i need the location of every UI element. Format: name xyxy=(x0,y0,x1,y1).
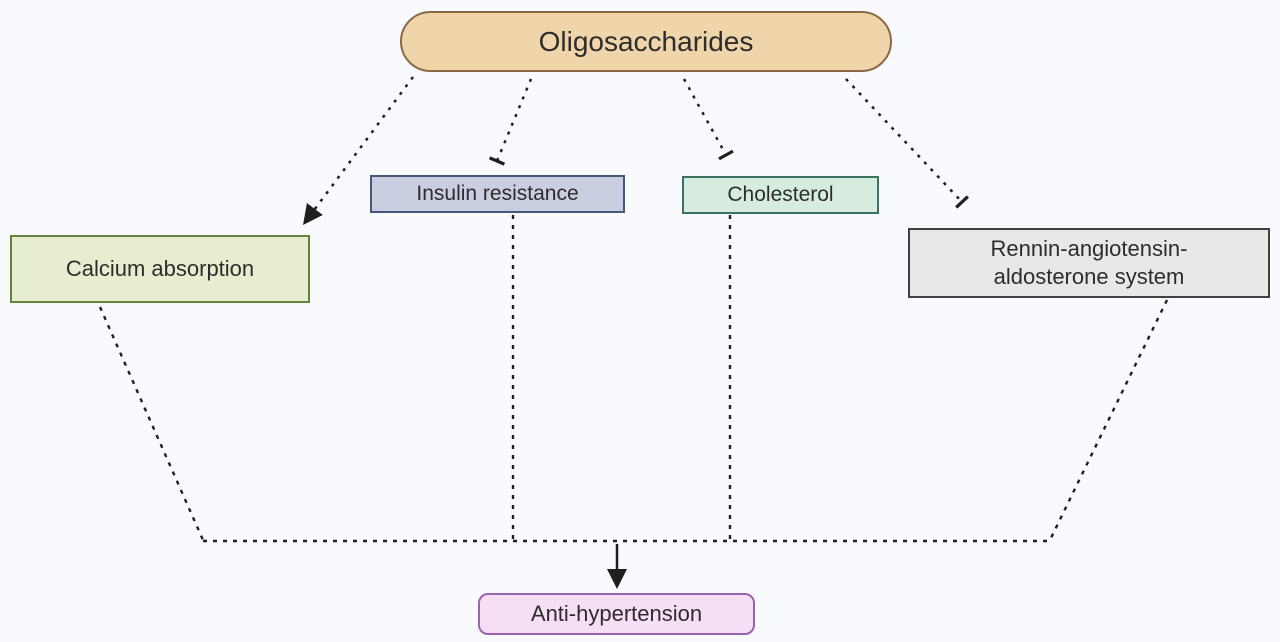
node-cholesterol-label: Cholesterol xyxy=(727,183,834,206)
node-calcium-absorption-label: Calcium absorption xyxy=(65,256,255,281)
node-rennin-angiotensin-aldosterone-system: Rennin-angiotensin- aldosterone system xyxy=(908,228,1270,298)
node-oligosaccharides: Oligosaccharides xyxy=(400,11,892,72)
edge-calcium-down xyxy=(98,306,205,541)
node-oligosaccharides-label: Oligosaccharides xyxy=(538,25,754,57)
node-anti-hypertension-label: Anti-hypertension xyxy=(530,601,703,626)
edge-oligo-to-calcium xyxy=(303,76,415,226)
node-cholesterol: Cholesterol xyxy=(682,176,879,214)
node-calcium-absorption: Calcium absorption xyxy=(10,235,310,303)
edge-oligo-to-insulin xyxy=(488,78,533,166)
edge-rennin-down xyxy=(1048,299,1169,541)
node-insulin-resistance-label: Insulin resistance xyxy=(416,182,579,205)
node-insulin-resistance: Insulin resistance xyxy=(370,175,625,213)
node-anti-hypertension: Anti-hypertension xyxy=(478,593,755,635)
edge-oligo-to-cholesterol xyxy=(682,78,734,161)
node-rennin-label-line2: aldosterone system xyxy=(993,264,1185,289)
node-rennin-label-line1: Rennin-angiotensin- xyxy=(990,236,1188,261)
